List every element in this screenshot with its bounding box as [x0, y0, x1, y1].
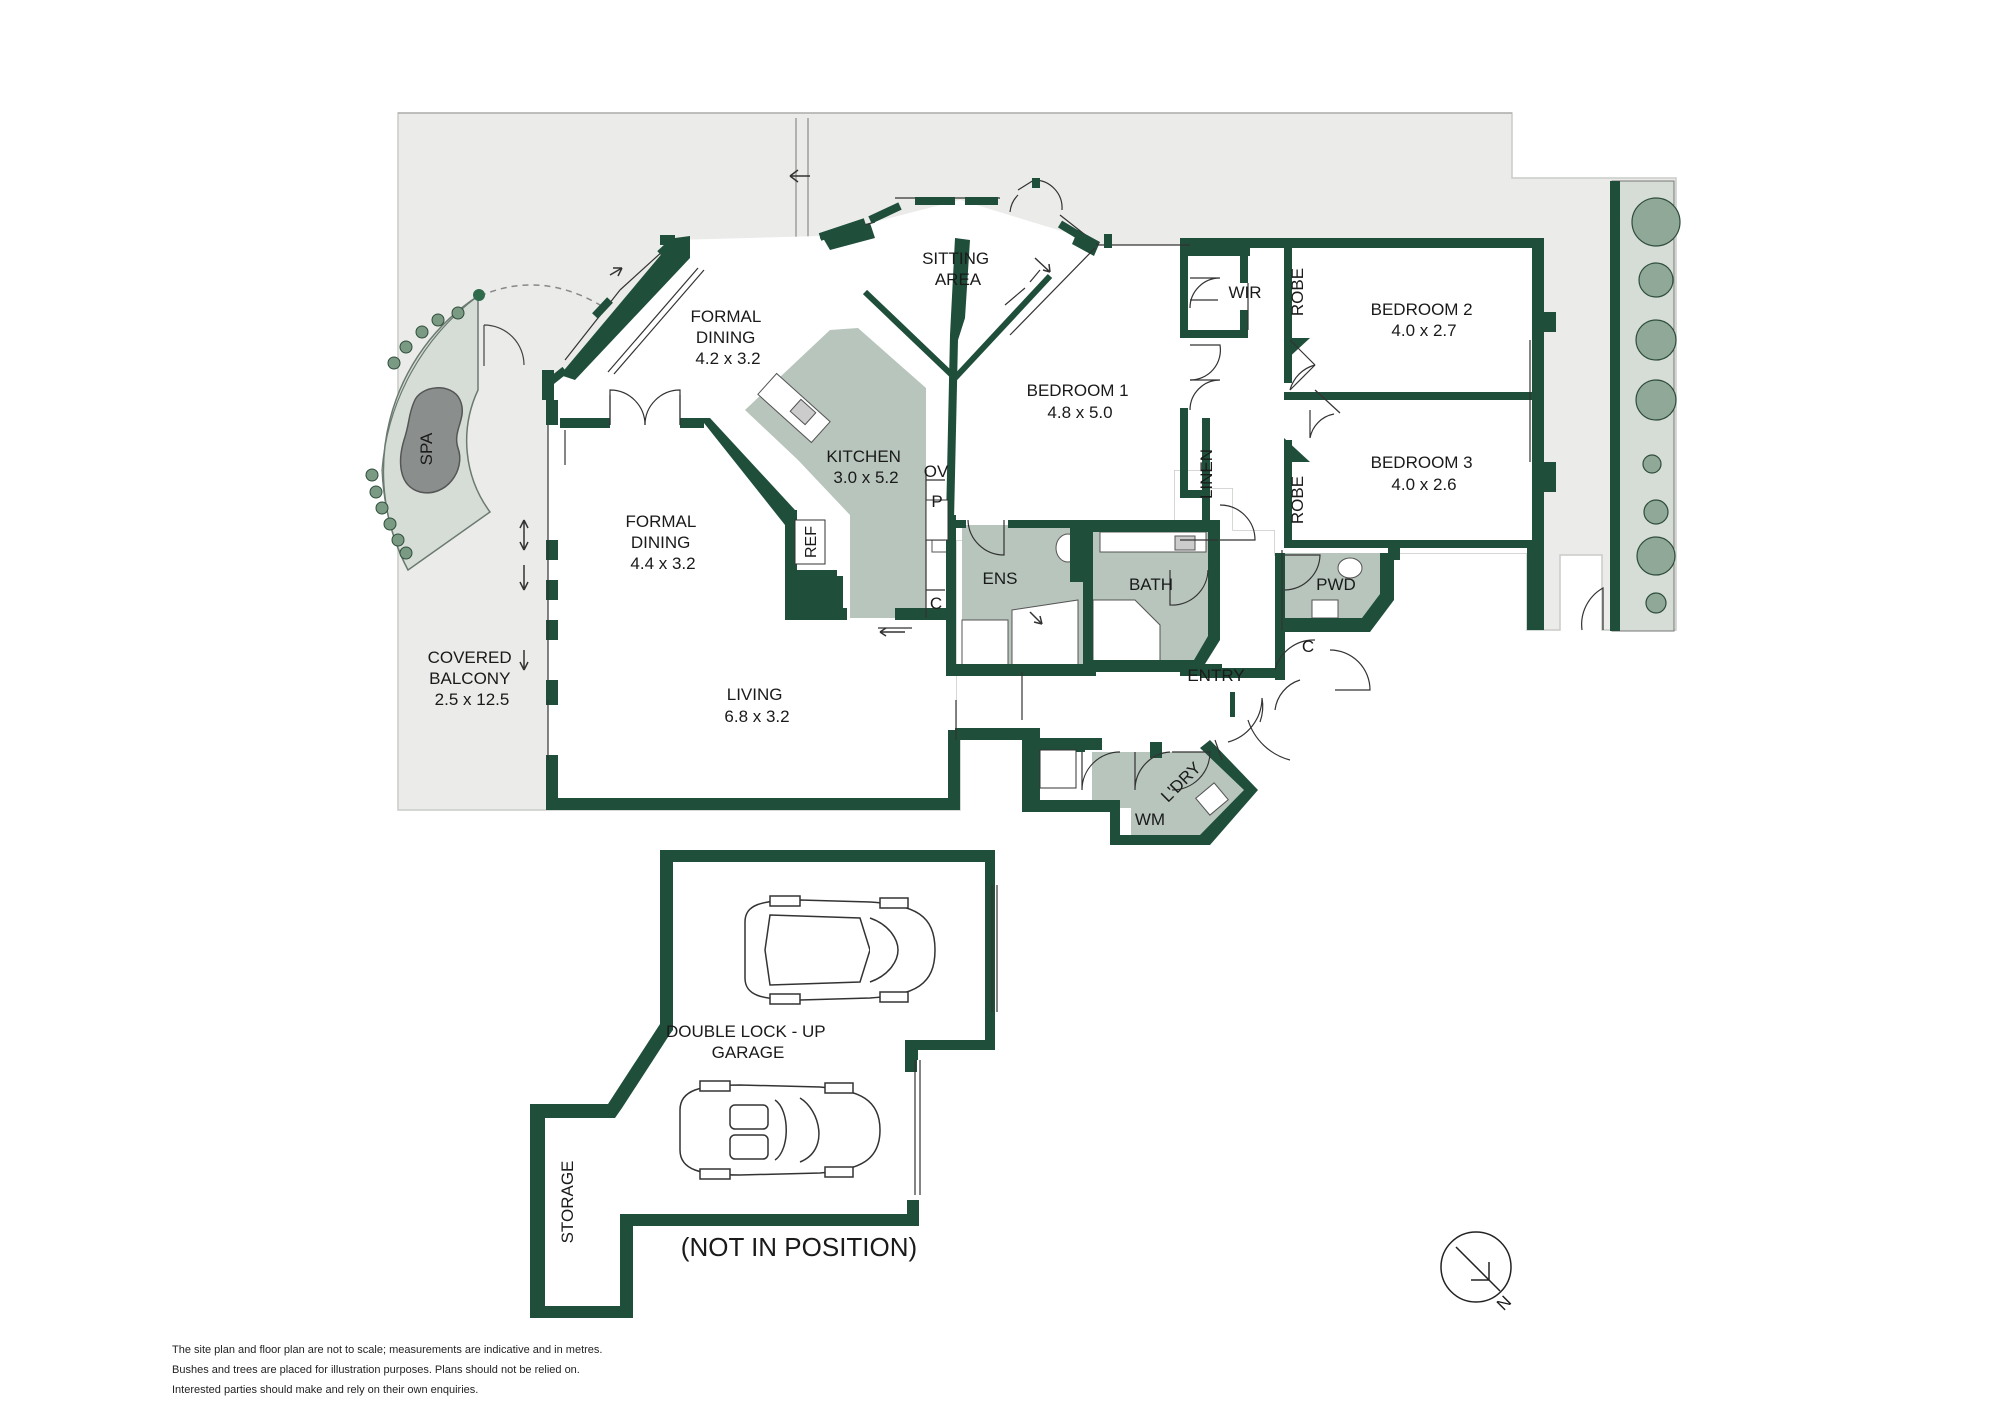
laundry-floor: [1092, 752, 1256, 840]
label-robe-1: ROBE: [1288, 268, 1307, 316]
label-formal-dining-1: FORMAL DINING 4.2 x 3.2: [691, 307, 766, 368]
planter-trees: [1631, 197, 1681, 614]
label-linen: LINEN: [1197, 449, 1216, 499]
door-swings: [609, 179, 1604, 791]
label-pwd: PWD: [1316, 575, 1356, 594]
label-storage: STORAGE: [558, 1161, 577, 1244]
label-ens: ENS: [983, 569, 1018, 588]
label-wir: WIR: [1228, 283, 1261, 302]
room-labels: SITTING AREA FORMAL DINING 4.2 x 3.2 KIT…: [417, 249, 1478, 1262]
label-bedroom-2: BEDROOM 2 4.0 x 2.7: [1371, 300, 1478, 340]
compass: [1440, 1231, 1512, 1303]
label-sitting-area: SITTING AREA: [922, 249, 994, 289]
label-living: LIVING 6.8 x 3.2: [724, 685, 789, 726]
interior-floor: [548, 200, 1541, 810]
label-bedroom-3: BEDROOM 3 4.0 x 2.6: [1371, 453, 1478, 494]
spa-pool: [399, 387, 463, 494]
bay-windows: [547, 197, 1098, 386]
disclaimer: The site plan and floor plan are not to …: [172, 1340, 772, 1400]
label-robe-2: ROBE: [1288, 476, 1307, 524]
garage-walls: [530, 850, 995, 1318]
label-formal-dining-2: FORMAL DINING 4.4 x 3.2: [626, 512, 701, 573]
diagonal-walls: [542, 235, 1053, 400]
spa-bushes: [365, 306, 465, 560]
walls: [546, 223, 1556, 845]
car-top: [744, 895, 936, 1005]
label-covered-balcony: COVERED BALCONY 2.5 x 12.5: [428, 648, 517, 709]
car-convertible: [679, 1080, 881, 1180]
label-c-ens: C: [930, 594, 942, 613]
label-kitchen: KITCHEN 3.0 x 5.2: [826, 447, 905, 487]
fridge-area: [794, 519, 826, 565]
label-garage: DOUBLE LOCK - UP GARAGE: [666, 1022, 830, 1062]
spa-post: [473, 289, 485, 301]
disclaimer-line-1: The site plan and floor plan are not to …: [172, 1344, 603, 1356]
disclaimer-line-2: Bushes and trees are placed for illustra…: [172, 1364, 580, 1376]
disclaimer-line-3: Interested parties should make and rely …: [172, 1384, 479, 1396]
label-spa: SPA: [417, 432, 436, 465]
label-ov: OV: [924, 462, 949, 481]
label-c-entry: C: [1302, 637, 1314, 656]
label-entry: ENTRY: [1187, 666, 1244, 685]
label-not-in-position: (NOT IN POSITION): [681, 1232, 917, 1262]
label-p: P: [931, 492, 942, 511]
label-ref: REF: [803, 526, 820, 558]
label-wm: WM: [1135, 810, 1165, 829]
label-bedroom-1: BEDROOM 1 4.8 x 5.0: [1027, 381, 1134, 422]
label-bath: BATH: [1129, 575, 1173, 594]
